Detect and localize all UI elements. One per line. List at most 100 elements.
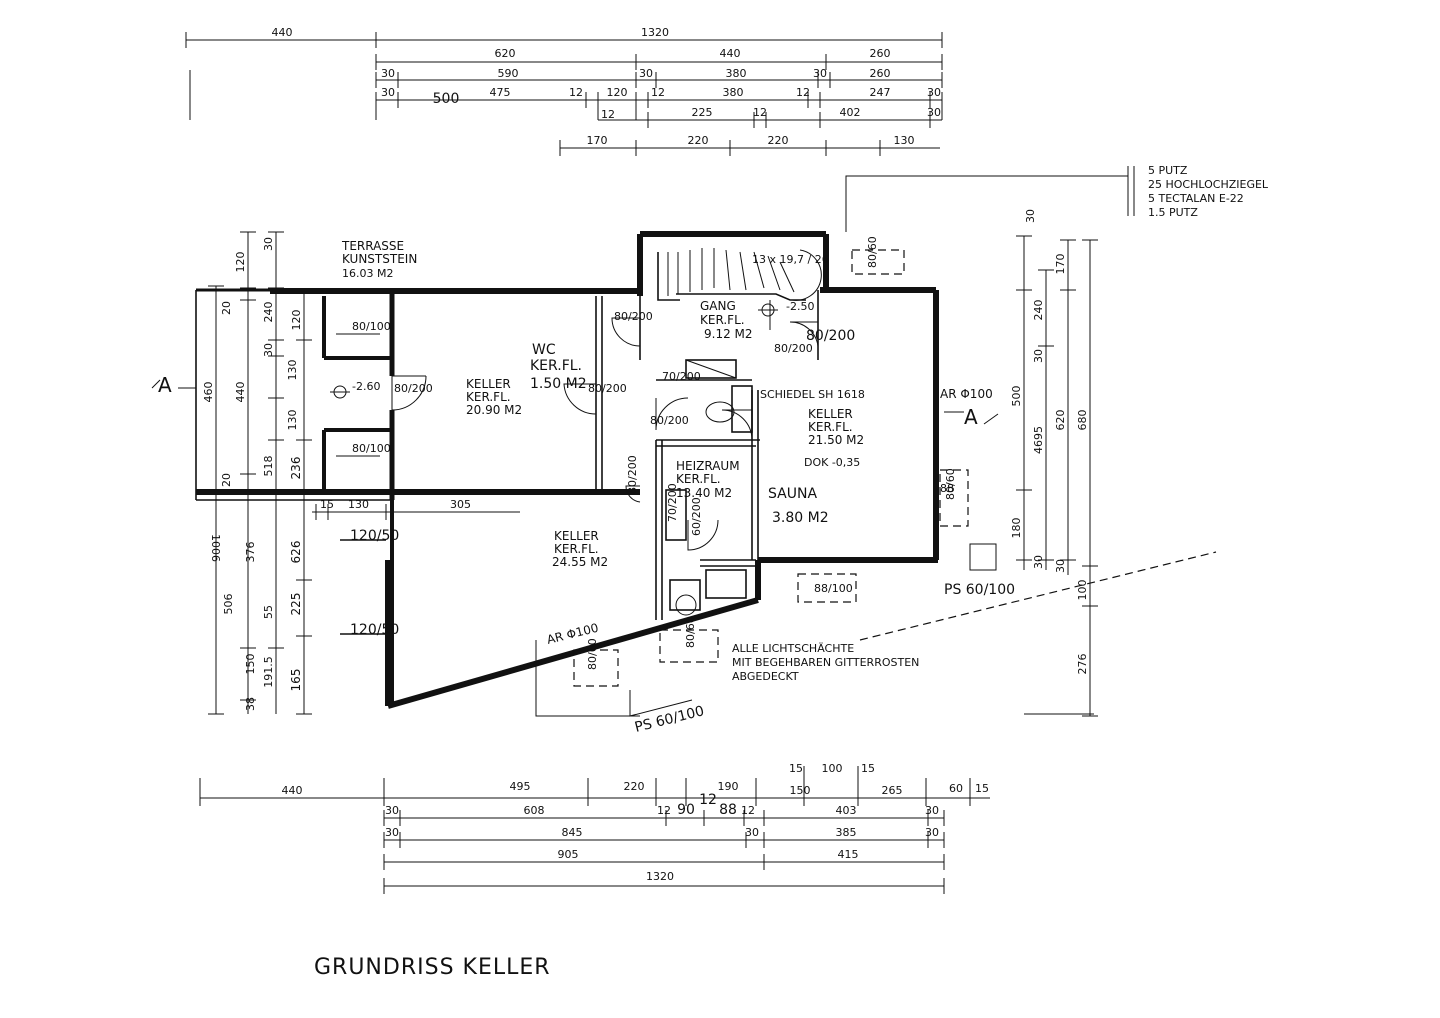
dim-top-r4-8: 247 [870,86,891,99]
chimney-label: SCHIEDEL SH 1618 [760,388,865,401]
door-label-7: 60/200 [690,497,703,536]
window-label-0: 80/100 [352,320,391,333]
dim-bottom-r3-4: 30 [925,826,939,839]
dim-bottom-r1-4: 15 [789,762,803,775]
misc-label-1: 88 [940,482,954,495]
dim-top-r5-1: 225 [692,106,713,119]
dim-top-r4-0: 30 [381,86,395,99]
dim-top-r3-3: 380 [726,67,747,80]
dim-left-c2-3: 20 [220,473,233,487]
room-floor-heizraum: KER.FL. [676,472,721,486]
dim-left-c3-1: 240 [262,302,275,323]
wall-layer-3: 1.5 PUTZ [1148,206,1198,219]
dim-bottom-r5-0: 1320 [646,870,674,883]
room-name-sauna: SAUNA [768,486,817,502]
room-floor-wc: KER.FL. [530,358,582,374]
section-mark-right: A [964,405,978,429]
room-floor-keller-3: KER.FL. [554,542,599,556]
room-area-terrasse: 16.03 M2 [342,267,393,280]
dim-left-c3-0: 30 [262,237,275,251]
room-floor-gang: KER.FL. [700,313,745,327]
room-area-keller-2: 21.50 M2 [808,433,864,447]
dim-bottom-r1-10: 15 [975,782,989,795]
stair-note: 13 x 19,7 / 26 [752,253,829,266]
ps-label-bottom: PS 60/100 [633,703,706,736]
dim-top-r3-5: 260 [870,67,891,80]
dim-top-r4-5: 12 [651,86,665,99]
outer-walls [195,231,939,709]
room-labels: TERRASSE KUNSTSTEIN 16.03 M2 KELLER KER.… [341,239,864,569]
dim-left-outer-0: 1006 [209,534,222,562]
stair-flight: 13 x 19,7 / 26 [657,248,829,330]
door-label-2: 80/200 [614,310,653,323]
dim-left-c3-3: 130 [286,360,299,381]
dim-top-r6-3: 130 [894,134,915,147]
dim-bottom-r1-9: 60 [949,782,963,795]
window-label-1: 80/100 [352,442,391,455]
right-dimension-chains: 30 30 500 180 30 240 4695 170 620 30 680… [1010,209,1098,717]
room-name-keller-1: KELLER [466,377,511,391]
dim-left-c2-5: 150 [244,654,257,675]
dim-left-c3-4: 130 [286,410,299,431]
section-mark-left: A [158,373,172,397]
top-dimension-chains: 440 1320 620 440 260 30 590 30 380 30 26… [185,26,943,156]
note-light-wells-2: ABGEDECKT [732,670,799,683]
dim-right-c4-1: 100 [1076,580,1089,601]
dim-top-r3-2: 30 [639,67,653,80]
room-floor-terrasse: KUNSTSTEIN [342,252,417,266]
room-area-wc: 1.50 M2 [530,376,587,392]
dim-left-c3-6: 55 [262,605,275,619]
dim-right-c4-0: 680 [1076,410,1089,431]
dim-right-c1-2: 500 [1010,386,1023,407]
dim-right-c2-1: 4695 [1032,426,1045,454]
opening-labels: 80/100 80/100 80/200 80/200 80/200 80/20… [336,236,997,687]
door-label-5: 80/200 [650,414,689,427]
dim-top-r5-0: 12 [601,108,615,121]
room-name-terrasse: TERRASSE [341,239,404,253]
left-dimension-chains: 1006 460 506 120 20 440 20 376 150 38 30… [202,231,520,715]
dim-left-c4-3: 225 [289,593,303,616]
dim-bottom-r3-2: 30 [745,826,759,839]
window-label-3: 80/60 [944,468,957,500]
room-area-sauna: 3.80 M2 [772,510,829,526]
door-label-3: 80/200 [774,342,813,355]
door-label-6: 80/200 [626,455,639,494]
dim-top-r4-7: 12 [796,86,810,99]
room-floor-keller-1: KER.FL. [466,390,511,404]
room-name-keller-3: KELLER [554,529,599,543]
dim-left-c4-1: 236 [289,457,303,480]
dim-left-outer-1: 460 [202,382,215,403]
drawing-title: GRUNDRISS KELLER [314,955,551,980]
dim-right-c3-1: 620 [1054,410,1067,431]
bottom-dimension-chains: 440 495 220 190 15 100 15 150 265 60 15 … [199,762,990,894]
room-name-wc: WC [532,342,556,358]
dim-top-r4-1: 500 [433,91,460,107]
dim-top-r1-1: 1320 [641,26,669,39]
dim-bottom-r1-2: 220 [624,780,645,793]
dim-top-r4-6: 380 [723,86,744,99]
room-floor-keller-2: KER.FL. [808,420,853,434]
door-swings [391,317,819,551]
dim-top-r5-3: 402 [840,106,861,119]
dim-left-c2-2: 440 [234,382,247,403]
dim-right-c3-2: 30 [1054,559,1067,573]
dim-top-r4-2: 475 [490,86,511,99]
dim-bottom-r2-2: 12 [657,804,671,817]
dim-bottom-r1-7: 150 [790,784,811,797]
dim-bottom-r2-4: 12 [699,792,717,808]
dim-top-r6-0: 170 [587,134,608,147]
dim-left-c3-5: 518 [262,456,275,477]
room-area-keller-1: 20.90 M2 [466,403,522,417]
dim-left-small-0: 15 [320,498,334,511]
dim-bottom-r2-0: 30 [385,804,399,817]
window-label-4: 80/60 [586,638,599,670]
dim-left-c3-7: 191.5 [262,656,275,688]
misc-label-0: 88/100 [814,582,853,595]
dim-bottom-r2-3: 90 [677,802,695,818]
window-label-5: 80/60 [684,616,697,648]
dim-left-c2-6: 38 [244,697,257,711]
dim-right-c3-0: 170 [1054,254,1067,275]
note-light-wells-0: ALLE LICHTSCHÄCHTE [732,642,854,655]
dim-top-r6-2: 220 [768,134,789,147]
dim-bottom-r3-3: 385 [836,826,857,839]
